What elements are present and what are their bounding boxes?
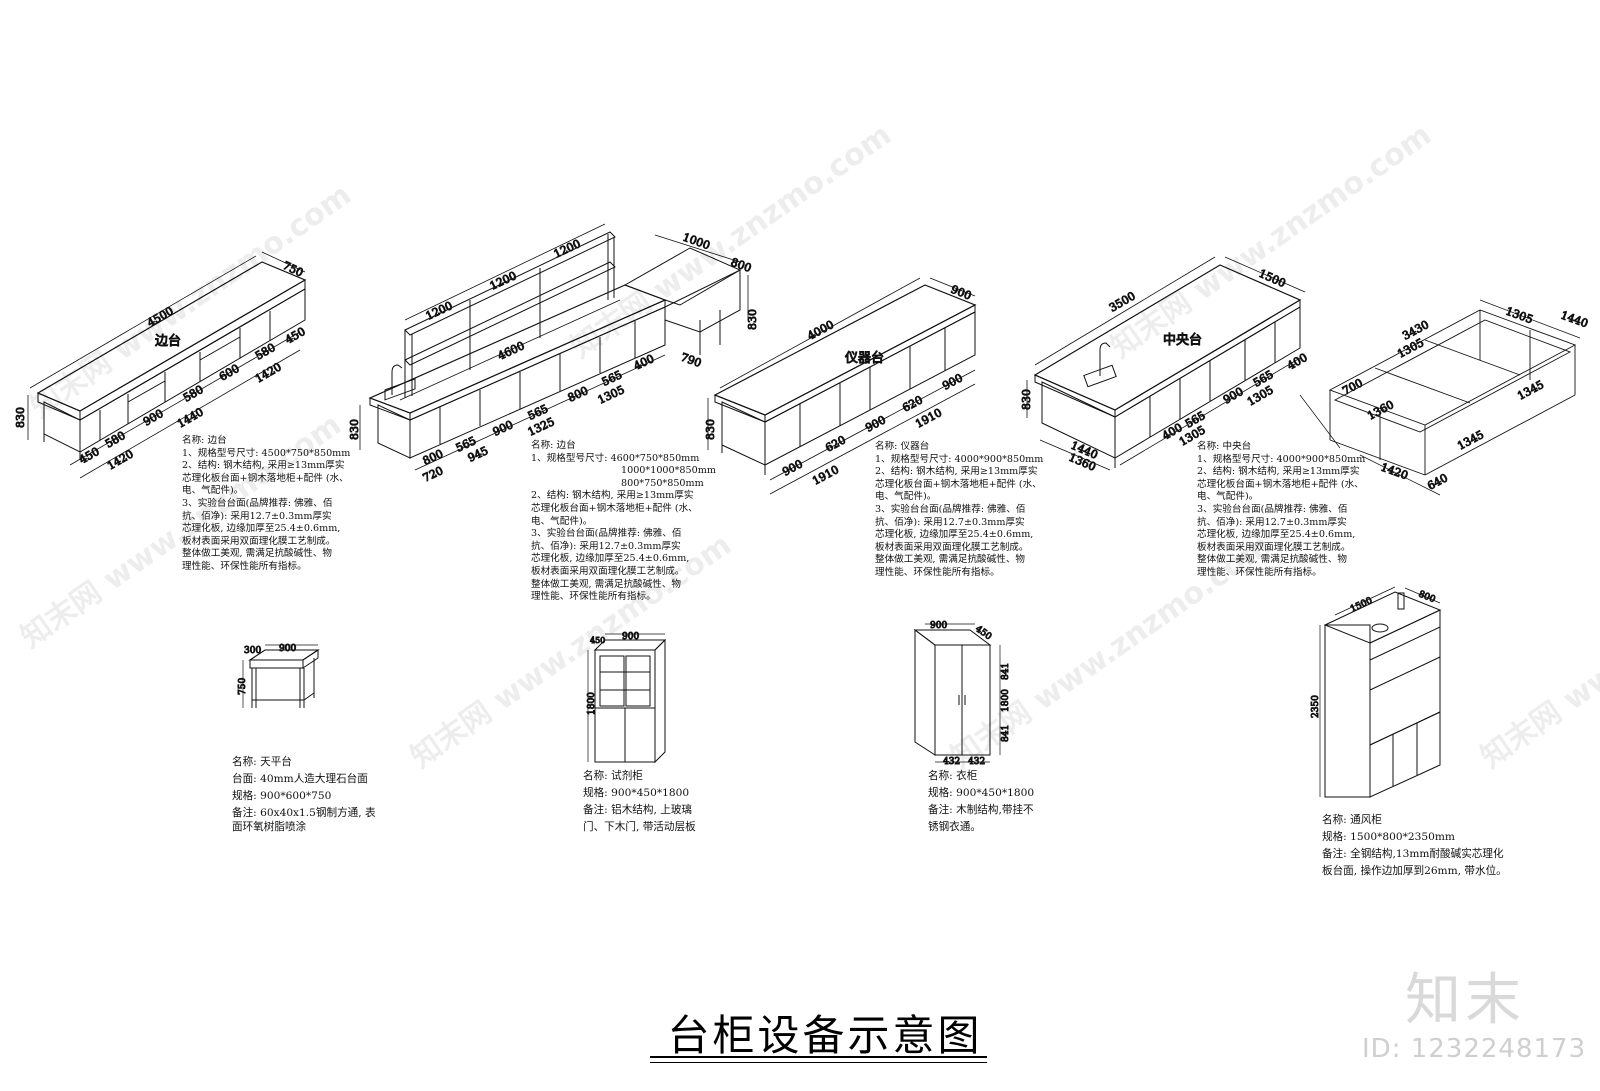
page-title: 台柜设备示意图 [667,1011,983,1060]
dim-830: 830 [14,407,27,428]
dim-800-b: 800 [421,447,446,468]
dim-4600: 4600 [496,339,527,363]
dim-900-i: 900 [949,283,973,303]
central-bench-drawing [1026,256,1306,471]
instrument-bench-drawing [707,277,977,495]
dim-1800-rc: 1800 [587,692,597,715]
dim-640: 640 [1425,471,1450,492]
dim-1345-fb: 1345 [1455,428,1486,453]
brand-logo: 知末 [1405,968,1525,1033]
dim-1200-a: 1200 [424,299,455,323]
dim-720: 720 [421,464,446,485]
fume-hood-drawing [1319,586,1442,798]
dim-450-a: 450 [77,445,102,467]
dim-1420-f: 1420 [1379,461,1410,483]
dim-1440: 1440 [175,405,206,430]
dim-450-rc: 450 [590,636,605,645]
side-bench-drawing [27,251,307,479]
title-underline [650,1056,987,1058]
dim-830-c: 830 [1020,389,1033,410]
dim-1800-w: 1800 [1001,689,1011,712]
dim-900-ia: 900 [780,457,805,478]
title-underline-thin [650,1062,987,1063]
central-bench-label: 中央台 [1163,333,1202,348]
dim-432-a: 432 [943,757,960,767]
dim-432-b: 432 [968,757,985,767]
dim-1420-a: 1420 [105,447,136,472]
dim-600: 600 [217,362,242,384]
dim-900-ic: 900 [940,371,965,392]
dim-900-ib: 900 [863,413,888,434]
side-bench-label: 边台 [155,334,181,349]
dim-1500-fh: 1500 [1349,596,1374,615]
instrument-bench-label: 仪器台 [845,351,884,366]
reagent-cabinet-drawing [587,633,667,764]
dim-1305-fa: 1305 [1504,305,1535,327]
dim-700: 700 [1340,376,1365,397]
frame-dims: 3430 1305 1440 1305 700 1360 1345 1420 1… [1340,304,1590,493]
side-bench-l-drawing [359,223,749,471]
dim-1440-f: 1440 [1559,309,1590,331]
balance-table-drawing [242,644,320,708]
dim-900-w: 900 [930,621,947,631]
dim-450-b: 450 [283,325,308,347]
dim-2350-fh: 2350 [1311,695,1321,718]
dim-400-b: 400 [1285,351,1310,373]
dim-620-a: 620 [823,433,848,454]
dim-830-b: 830 [348,419,361,440]
balance-table-dims: 300 900 750 [238,644,297,696]
dim-620-b: 620 [900,393,925,414]
dim-1360-f: 1360 [1365,398,1396,423]
dim-900-rc: 900 [622,632,639,642]
dim-750: 750 [281,259,306,280]
dim-1345-fa: 1345 [1515,378,1546,403]
dim-900-bt: 900 [279,644,296,654]
dim-580-a: 580 [103,429,128,451]
dim-841-a: 841 [1001,663,1011,680]
dim-830-i: 830 [704,419,717,440]
dim-830-a: 830 [746,309,759,330]
dim-800-fh: 800 [1417,590,1437,606]
dim-900-c: 900 [1221,385,1246,407]
dim-580-b: 580 [181,383,206,405]
dim-580-c: 580 [253,341,278,363]
frame-drawing [1299,299,1581,496]
dim-1910-b: 1910 [913,406,944,431]
dim-1200-c: 1200 [552,237,583,261]
dim-841-b: 841 [1001,725,1011,742]
balance-table-info: 名称: 天平台台面: 40mm人造大理石台面规格: 900*600*750 备注… [232,756,376,833]
dim-300-bt: 300 [244,646,261,656]
dim-1910-a: 1910 [810,463,841,488]
dim-900-a: 900 [141,407,166,429]
reagent-cabinet-dims: 450 900 1800 [587,632,640,716]
brand-id: ID: 1232248173 [1362,1034,1587,1064]
dim-1420-b: 1420 [253,360,284,385]
dim-1305: 1305 [596,383,627,407]
wardrobe-drawing [913,623,1001,763]
fume-hood-dims: 1500 800 2350 [1311,589,1438,718]
dim-750-bt: 750 [238,678,248,695]
dim-900: 900 [491,418,516,439]
